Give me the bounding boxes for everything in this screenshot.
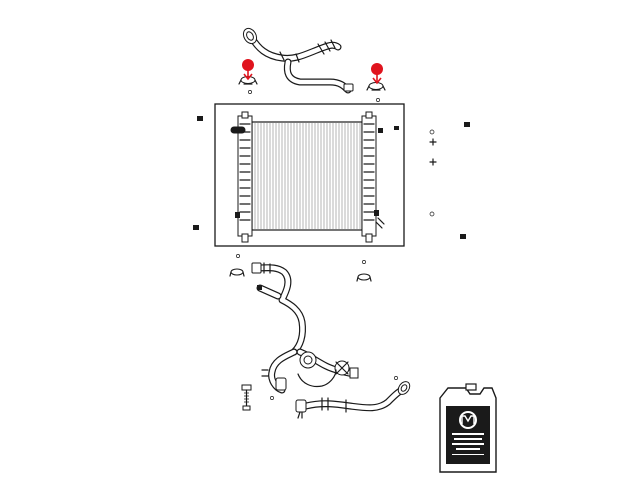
lower-left-clamp[interactable] (229, 254, 245, 277)
lower-radiator-hose[interactable] (251, 262, 306, 356)
highlight-marker-left[interactable] (242, 59, 254, 81)
coolant-tee-fitting[interactable] (261, 348, 359, 400)
highlight-marker-right[interactable] (371, 63, 383, 85)
lower-right-clamp[interactable] (356, 260, 372, 282)
coolant-jug[interactable] (439, 383, 497, 473)
coolant-return-hose[interactable] (295, 376, 412, 419)
upper-radiator-hose[interactable] (241, 26, 354, 94)
mounting-bolt[interactable] (241, 384, 252, 411)
right-hose-clamp[interactable] (366, 82, 386, 102)
radiator-core-fins (254, 123, 361, 229)
radiator-assembly[interactable] (214, 103, 405, 247)
bracket-clip-left-lower[interactable] (193, 225, 199, 230)
fastener-group-right[interactable] (394, 122, 470, 239)
bracket-clip-left-upper[interactable] (197, 116, 203, 121)
